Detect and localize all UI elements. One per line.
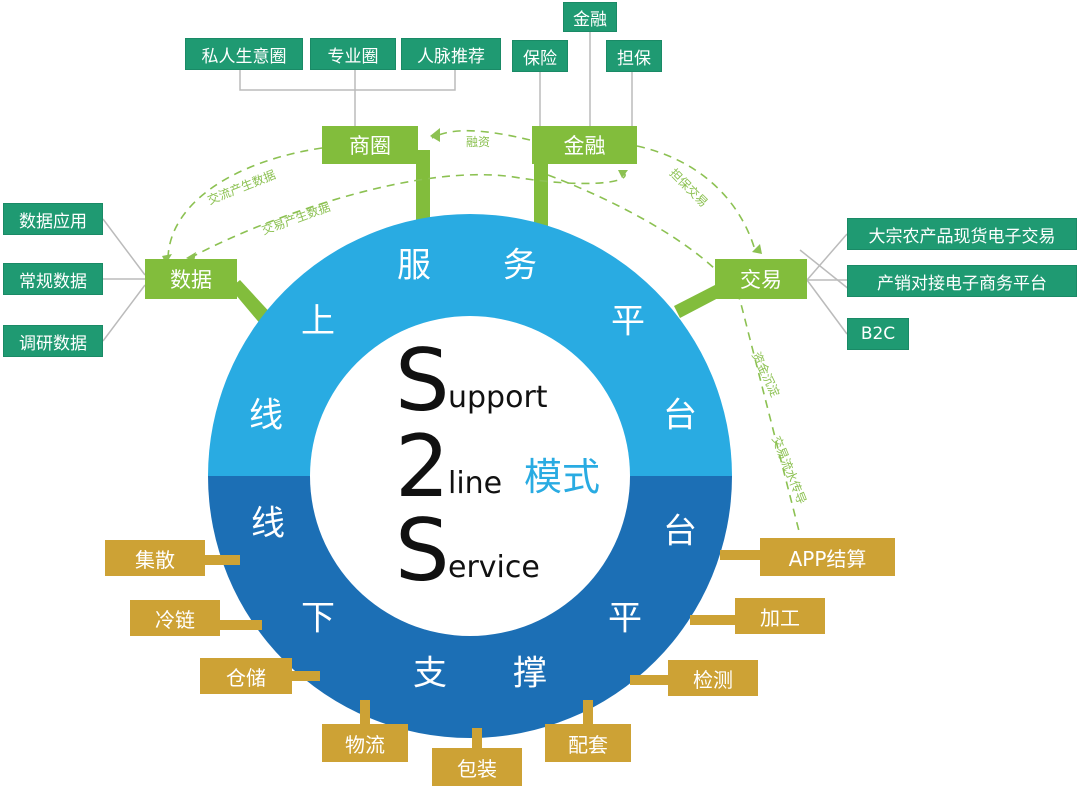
- center-2: 2: [395, 417, 450, 517]
- node-trading: 交易: [715, 259, 807, 299]
- node-data: 数据: [145, 259, 237, 299]
- box-b2c: B2C: [847, 318, 909, 350]
- ring-bottom-char: 下: [301, 598, 335, 639]
- box-insurance: 保险: [512, 40, 568, 72]
- box-logistics: 物流: [322, 724, 408, 762]
- box-cold-chain: 冷链: [130, 600, 220, 636]
- box-supporting: 配套: [545, 724, 631, 762]
- center-word-upport: upport: [448, 380, 548, 415]
- ring-top-char: 线: [249, 395, 283, 436]
- ring-top-char: 平: [611, 301, 645, 342]
- center-s-service: S: [395, 501, 450, 601]
- box-regular-data: 常规数据: [3, 263, 103, 295]
- box-warehousing: 仓储: [200, 658, 292, 694]
- ring-bottom-char: 支: [413, 653, 447, 694]
- gold-connectors: [205, 550, 760, 750]
- box-app-settlement: APP结算: [760, 538, 895, 576]
- node-finance: 金融: [532, 126, 637, 164]
- center-mode-label: 模式: [524, 455, 601, 499]
- ring-bottom-char: 撑: [513, 653, 547, 694]
- box-inspection: 检测: [668, 660, 758, 696]
- box-data-application: 数据应用: [3, 203, 103, 235]
- box-research-data: 调研数据: [3, 325, 103, 357]
- box-ecommerce-platform: 产销对接电子商务平台: [847, 265, 1077, 297]
- ring-top-char: 台: [663, 395, 697, 436]
- label-financing: 融资: [466, 135, 491, 149]
- center-circle: [310, 316, 630, 636]
- box-distribution: 集散: [105, 540, 205, 576]
- connector-lines: [102, 32, 851, 342]
- ring-bottom-char: 线: [251, 503, 285, 544]
- node-business-circle: 商圈: [322, 126, 418, 164]
- box-professional-circle: 专业圈: [310, 38, 396, 70]
- dashed-flow-arrows: [167, 129, 801, 536]
- box-referral: 人脉推荐: [401, 38, 501, 70]
- ring-top-char: 服: [397, 245, 431, 286]
- box-commodity-trading: 大宗农产品现货电子交易: [847, 218, 1077, 250]
- center-word-ervice: ervice: [448, 550, 540, 585]
- box-packaging: 包装: [432, 748, 522, 786]
- center-word-line: line: [448, 466, 503, 501]
- ring-top-char: 务: [503, 245, 537, 286]
- center-s-support: S: [395, 331, 450, 431]
- ring-bottom-char: 台: [663, 511, 697, 552]
- ring-bottom-char: 平: [608, 598, 642, 639]
- ring-top-char: 上: [301, 301, 335, 342]
- box-finance-top: 金融: [563, 2, 617, 32]
- box-processing: 加工: [735, 598, 825, 634]
- box-guarantee: 担保: [606, 40, 662, 72]
- box-private-circle: 私人生意圈: [185, 38, 303, 70]
